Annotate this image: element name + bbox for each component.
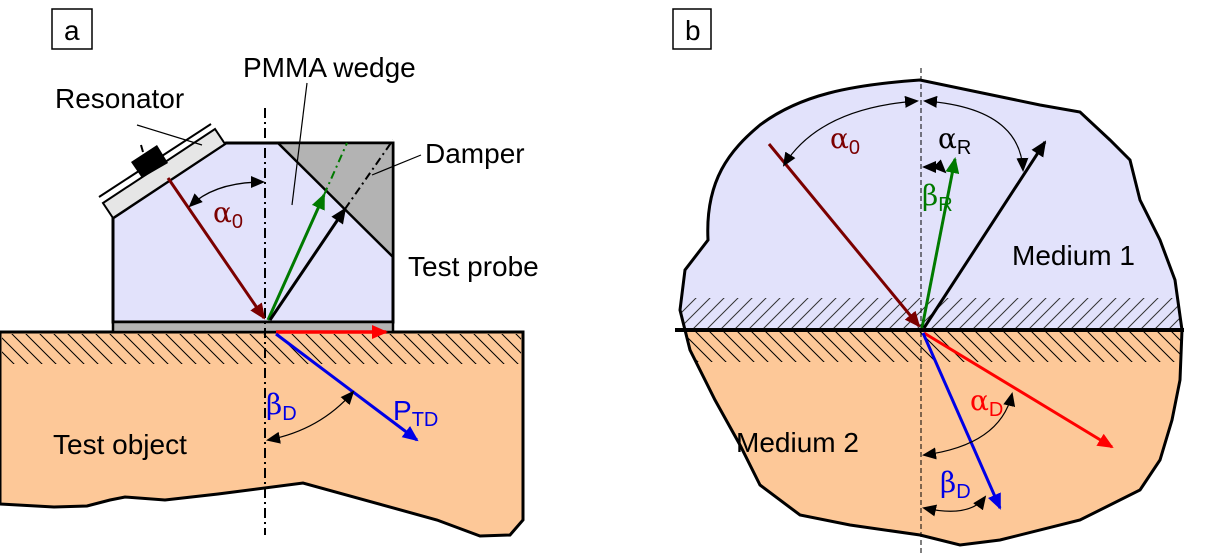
damper-label: Damper [425, 138, 525, 169]
incident-ray-b [767, 143, 921, 328]
panel-b-tag-box [672, 8, 712, 50]
betaD-label-b: βD [940, 466, 971, 503]
incident-ray-a [166, 177, 266, 320]
test-probe-label: Test probe [408, 251, 539, 282]
resonator-label: Resonator [55, 83, 184, 114]
alpha0-label-b: α0 [830, 122, 860, 159]
reflected-longitudinal-ray-b [922, 140, 1047, 329]
betaR-label-b: βR [922, 179, 953, 216]
alpha0-arc-a [188, 176, 265, 208]
betaD-arc-a [266, 390, 355, 444]
panel-b: b Medium 1 Medium 2 α0 αR βR αD βD [672, 8, 1184, 556]
test-object-hatch [2, 334, 521, 364]
wedge-leader [291, 82, 308, 206]
alphaD-arc-b [922, 392, 1016, 460]
reflected-longitudinal-ray-a [268, 207, 347, 321]
wedge-base-layer [111, 320, 395, 334]
reflected-longitudinal-continuation [344, 139, 394, 210]
medium-1-label: Medium 1 [1012, 240, 1135, 271]
reflected-transverse-ray-b [920, 157, 960, 329]
test-object-label: Test object [53, 429, 187, 460]
damper [274, 141, 395, 260]
reflected-transverse-ray-a [266, 193, 326, 321]
betaD-arc-b [922, 495, 987, 517]
panel-a-tag-box [51, 8, 93, 50]
panel-b-tag: b [685, 15, 701, 46]
panel-a: a [0, 8, 539, 538]
test-object-body [0, 330, 525, 538]
refracted-longitudinal-ray-b [923, 331, 1114, 449]
resonator [98, 123, 227, 220]
betaD-label-a: βD [266, 388, 297, 425]
betaR-arc-b [922, 159, 947, 174]
resonator-leader [136, 124, 203, 146]
refracted-transverse-ray-a [275, 332, 419, 442]
alphaR-label-b: αR [938, 122, 971, 159]
medium-2-label: Medium 2 [736, 427, 859, 458]
ptd-label: PTD [393, 395, 438, 431]
alphaR-arc-b [923, 95, 1029, 172]
pmma-wedge-label: PMMA wedge [243, 52, 416, 83]
panel-a-tag: a [64, 15, 80, 46]
damper-leader [371, 154, 422, 176]
alpha0-arc-b [782, 95, 919, 167]
media-outline [678, 78, 1184, 547]
medium-1-hatch [680, 298, 1182, 330]
alphaD-label-b: αD [970, 384, 1003, 421]
alpha0-label-a: α0 [213, 196, 243, 233]
